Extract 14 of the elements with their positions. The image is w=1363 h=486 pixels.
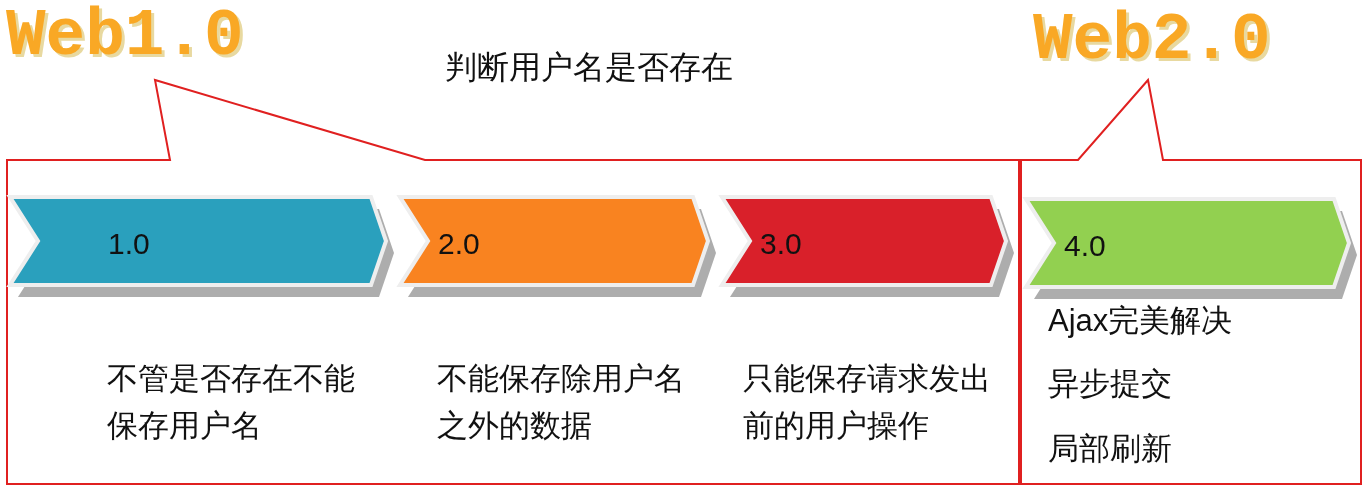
callout-heading: Web2.0 (1033, 8, 1271, 74)
stage-number: 4.0 (1064, 231, 1106, 261)
description-text: 局部刷新 (1048, 430, 1173, 468)
note-text: 判断用户名是否存在 (445, 48, 733, 87)
description-text: 只能保存请求发出前的用户操作 (743, 360, 992, 445)
stage-number: 2.0 (438, 229, 480, 259)
callout-heading: Web1.0 (6, 4, 244, 70)
callout-box (6, 4, 1020, 486)
description-text: Ajax完美解决 (1048, 302, 1234, 340)
stage-number: 3.0 (760, 229, 802, 259)
description-text: 不管是否存在不能保存用户名 (107, 360, 356, 445)
stage-number: 1.0 (108, 229, 150, 259)
description-text: 异步提交 (1048, 365, 1173, 403)
description-text: 不能保存除用户名之外的数据 (437, 360, 686, 445)
